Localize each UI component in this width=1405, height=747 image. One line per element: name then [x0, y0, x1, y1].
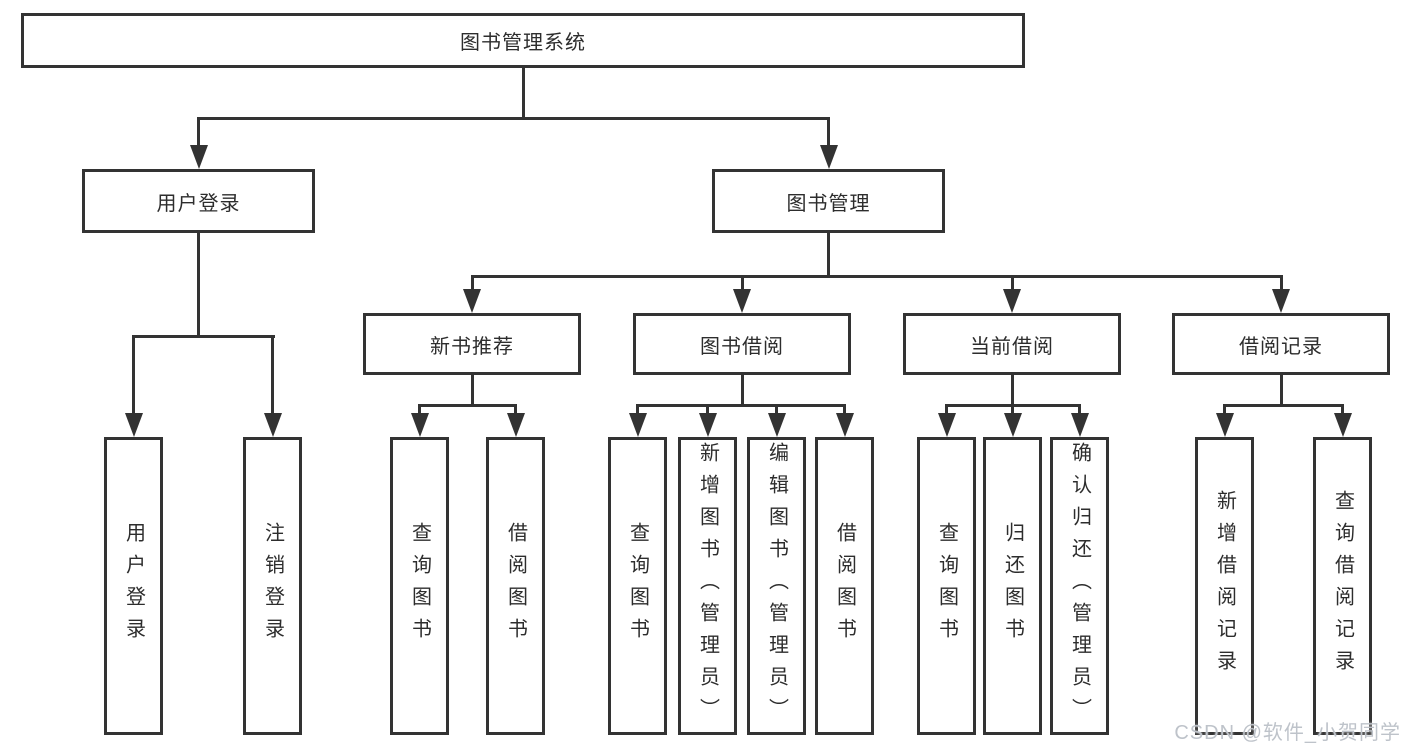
- connector-line: [470, 275, 474, 291]
- leaf-return-books: 归还图书: [983, 437, 1042, 735]
- connector-line: [1010, 275, 1014, 291]
- leaf-label: 查询图书: [935, 522, 958, 650]
- node-user-login: 用户登录: [82, 169, 315, 233]
- leaf-label: 借阅图书: [833, 522, 856, 650]
- node-label: 图书管理: [786, 192, 871, 215]
- connector-line: [1078, 404, 1081, 415]
- connector-line: [1011, 404, 1014, 415]
- node-label: 图书借阅: [700, 335, 784, 358]
- arrow-down-icon: [410, 413, 429, 437]
- leaf-query-books-current: 查询图书: [917, 437, 976, 735]
- leaf-label: 注销登录: [261, 522, 284, 650]
- arrow-down-icon: [698, 413, 717, 437]
- arrow-down-icon: [1003, 289, 1021, 313]
- leaf-query-books-borrow: 查询图书: [608, 437, 667, 735]
- arrow-down-icon: [1070, 413, 1089, 437]
- connector-line: [945, 404, 948, 415]
- arrow-down-icon: [937, 413, 956, 437]
- connector-line: [470, 275, 1283, 278]
- node-label: 图书管理系统: [460, 32, 586, 54]
- arrow-down-icon: [733, 289, 751, 313]
- node-library-management-system: 图书管理系统: [21, 13, 1025, 68]
- leaf-label: 编辑图书（管理员）: [765, 442, 788, 730]
- connector-line: [197, 117, 200, 147]
- connector-line: [827, 117, 830, 147]
- leaf-label: 新增图书（管理员）: [696, 442, 719, 730]
- connector-line: [470, 375, 474, 407]
- leaf-add-borrow-record: 新增借阅记录: [1195, 437, 1254, 735]
- leaf-label: 确认归还（管理员）: [1068, 442, 1091, 730]
- connector-line: [636, 404, 639, 415]
- node-label: 用户登录: [156, 192, 241, 215]
- arrow-down-icon: [819, 145, 838, 169]
- arrow-down-icon: [463, 289, 481, 313]
- connector-line: [1223, 404, 1226, 415]
- connector-line: [1223, 404, 1344, 407]
- node-label: 当前借阅: [970, 335, 1054, 358]
- arrow-down-icon: [767, 413, 786, 437]
- arrow-down-icon: [1333, 413, 1352, 437]
- leaf-query-borrow-record: 查询借阅记录: [1313, 437, 1372, 735]
- arrow-down-icon: [1003, 413, 1022, 437]
- connector-line: [1341, 404, 1344, 415]
- leaf-logout: 注销登录: [243, 437, 302, 735]
- node-new-book-recommend: 新书推荐: [363, 313, 581, 375]
- arrow-down-icon: [1272, 289, 1290, 313]
- leaf-edit-book-admin: 编辑图书（管理员）: [747, 437, 806, 735]
- leaf-label: 查询图书: [626, 522, 649, 650]
- connector-line: [827, 233, 830, 278]
- arrow-down-icon: [263, 413, 282, 437]
- connector-line: [636, 404, 846, 407]
- connector-line: [740, 375, 744, 407]
- arrow-down-icon: [628, 413, 647, 437]
- connector-line: [706, 404, 709, 415]
- connector-line: [775, 404, 778, 415]
- leaf-label: 借阅图书: [504, 522, 527, 650]
- connector-line: [132, 335, 275, 338]
- leaf-query-books-recommend: 查询图书: [390, 437, 449, 735]
- leaf-user-login: 用户登录: [104, 437, 163, 735]
- leaf-label: 查询借阅记录: [1331, 490, 1354, 682]
- connector-line: [1279, 275, 1283, 291]
- arrow-down-icon: [1215, 413, 1234, 437]
- connector-line: [418, 404, 421, 415]
- node-current-borrow: 当前借阅: [903, 313, 1121, 375]
- node-borrow-records: 借阅记录: [1172, 313, 1390, 375]
- leaf-label: 用户登录: [122, 522, 145, 650]
- connector-line: [1010, 375, 1014, 407]
- node-label: 借阅记录: [1239, 335, 1323, 358]
- connector-line: [740, 275, 744, 291]
- connector-line: [132, 335, 135, 415]
- node-book-borrow: 图书借阅: [633, 313, 851, 375]
- arrow-down-icon: [124, 413, 143, 437]
- connector-line: [521, 68, 525, 120]
- connector-line: [514, 404, 517, 415]
- arrow-down-icon: [835, 413, 854, 437]
- connector-line: [197, 117, 830, 120]
- leaf-confirm-return-admin: 确认归还（管理员）: [1050, 437, 1109, 735]
- leaf-label: 新增借阅记录: [1213, 490, 1236, 682]
- connector-line: [271, 335, 274, 415]
- connector-line: [843, 404, 846, 415]
- node-label: 新书推荐: [430, 335, 514, 358]
- arrow-down-icon: [189, 145, 208, 169]
- leaf-add-book-admin: 新增图书（管理员）: [678, 437, 737, 735]
- leaf-borrow-books-recommend: 借阅图书: [486, 437, 545, 735]
- watermark-csdn: CSDN @软件_小贺同学: [1174, 722, 1401, 744]
- connector-line: [197, 233, 200, 338]
- connector-line: [418, 404, 517, 407]
- arrow-down-icon: [506, 413, 525, 437]
- leaf-borrow-books: 借阅图书: [815, 437, 874, 735]
- node-book-management: 图书管理: [712, 169, 945, 233]
- leaf-label: 查询图书: [408, 522, 431, 650]
- leaf-label: 归还图书: [1001, 522, 1024, 650]
- connector-line: [1279, 375, 1283, 407]
